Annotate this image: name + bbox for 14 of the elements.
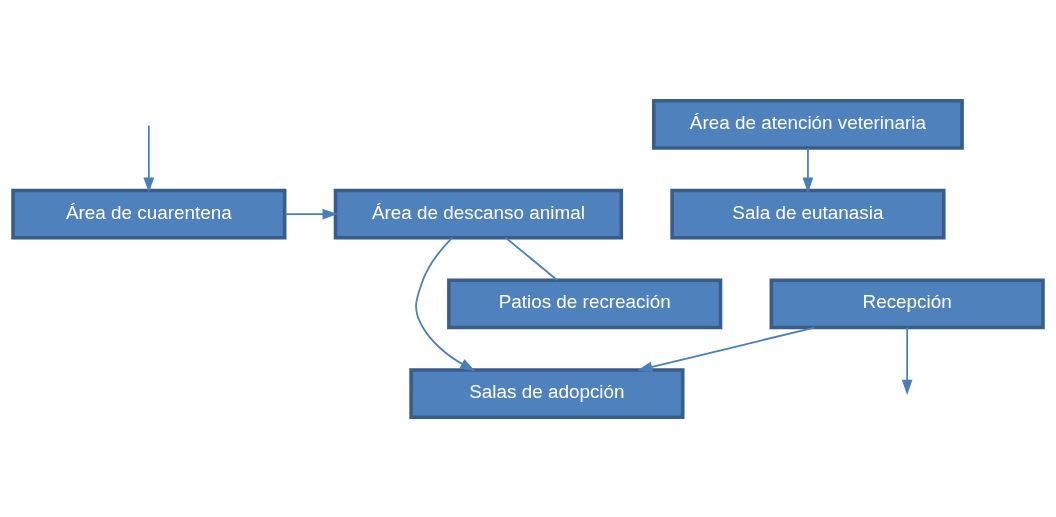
arrow [637,326,816,372]
node-box: Área de cuarentena [11,188,287,239]
arrow [901,326,913,395]
arrow [802,146,814,193]
node-box: Patios de recreación [447,278,723,329]
connector [504,236,558,281]
node-box: Recepción [769,278,1045,329]
arrow [284,208,338,219]
node-box: Sala de eutanasia [670,188,946,239]
arrow [143,124,155,193]
arrow [415,236,476,371]
node-box: Área de atención veterinaria [652,98,964,150]
node-box: Área de descanso animal [333,188,624,239]
node-box: Salas de adopción [409,367,685,419]
